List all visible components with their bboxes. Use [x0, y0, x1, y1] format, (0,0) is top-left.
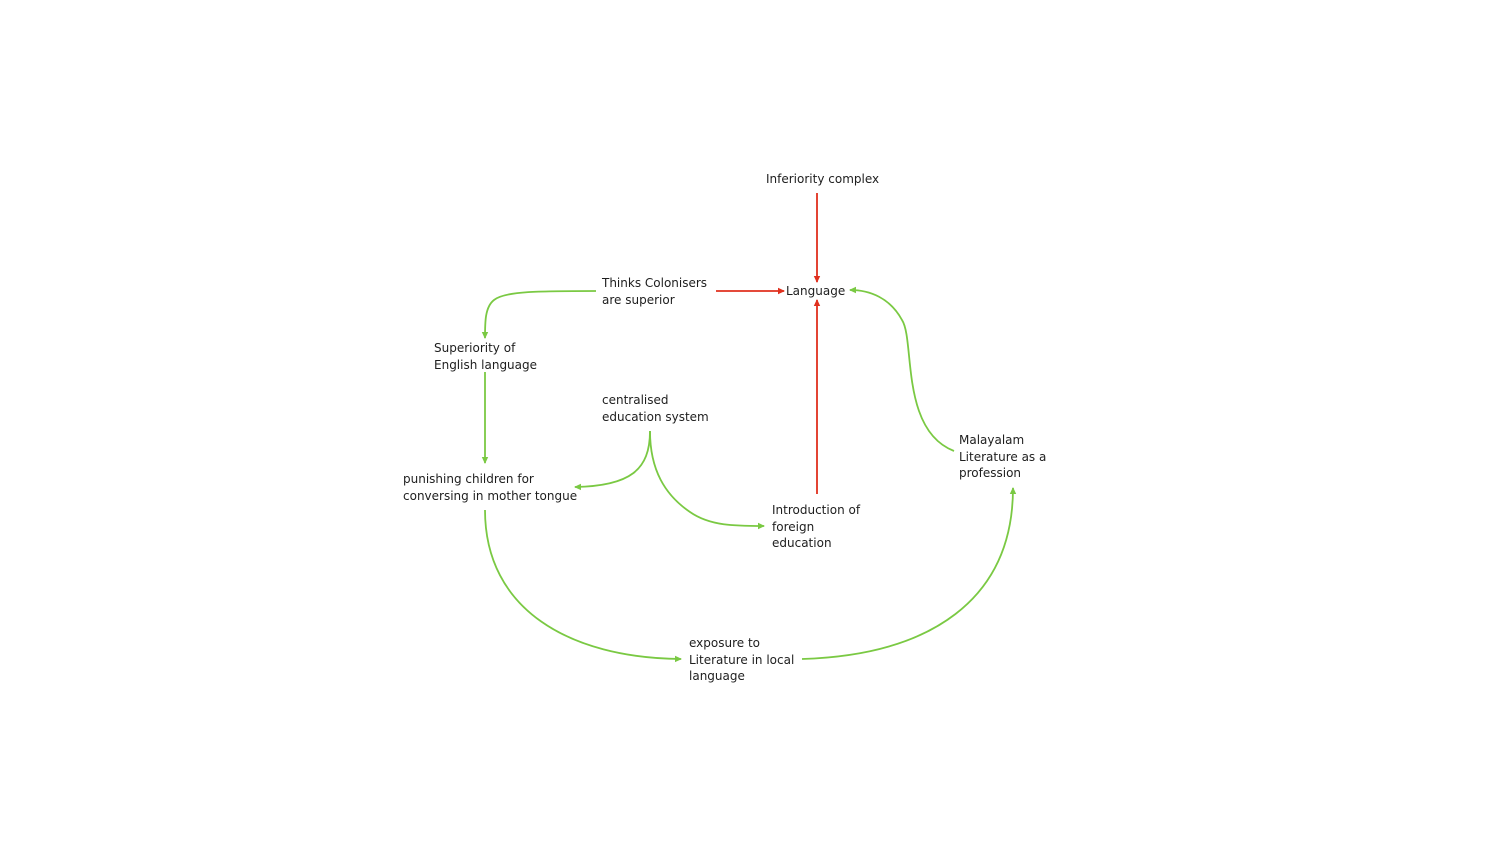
node-punishing-children[interactable]: punishing children for conversing in mot…	[403, 472, 578, 503]
node-introduction-foreign-education[interactable]: Introduction of foreign education	[772, 503, 861, 550]
node-inferiority-complex[interactable]: Inferiority complex	[766, 172, 880, 186]
node-exposure-to-literature[interactable]: exposure to Literature in local language	[689, 636, 795, 683]
node-centralised-education[interactable]: centralised education system	[602, 393, 709, 424]
node-malayalam-literature-profession[interactable]: Malayalam Literature as a profession	[959, 433, 1047, 480]
node-thinks-colonisers-superior[interactable]: Thinks Colonisers are superior	[602, 276, 708, 307]
link-centralised-to-punishing[interactable]	[574, 430, 651, 491]
link-centralised-to-foreign[interactable]	[649, 430, 765, 530]
node-language[interactable]: Language	[786, 284, 846, 298]
link-exposure-to-malayalam[interactable]	[801, 487, 1017, 660]
link-punishing-to-exposure[interactable]	[484, 509, 682, 663]
node-superiority-of-english[interactable]: Superiority of English language	[434, 341, 538, 372]
link-malayalam-to-language[interactable]	[849, 286, 955, 452]
link-colonisers-to-english[interactable]	[481, 290, 597, 339]
